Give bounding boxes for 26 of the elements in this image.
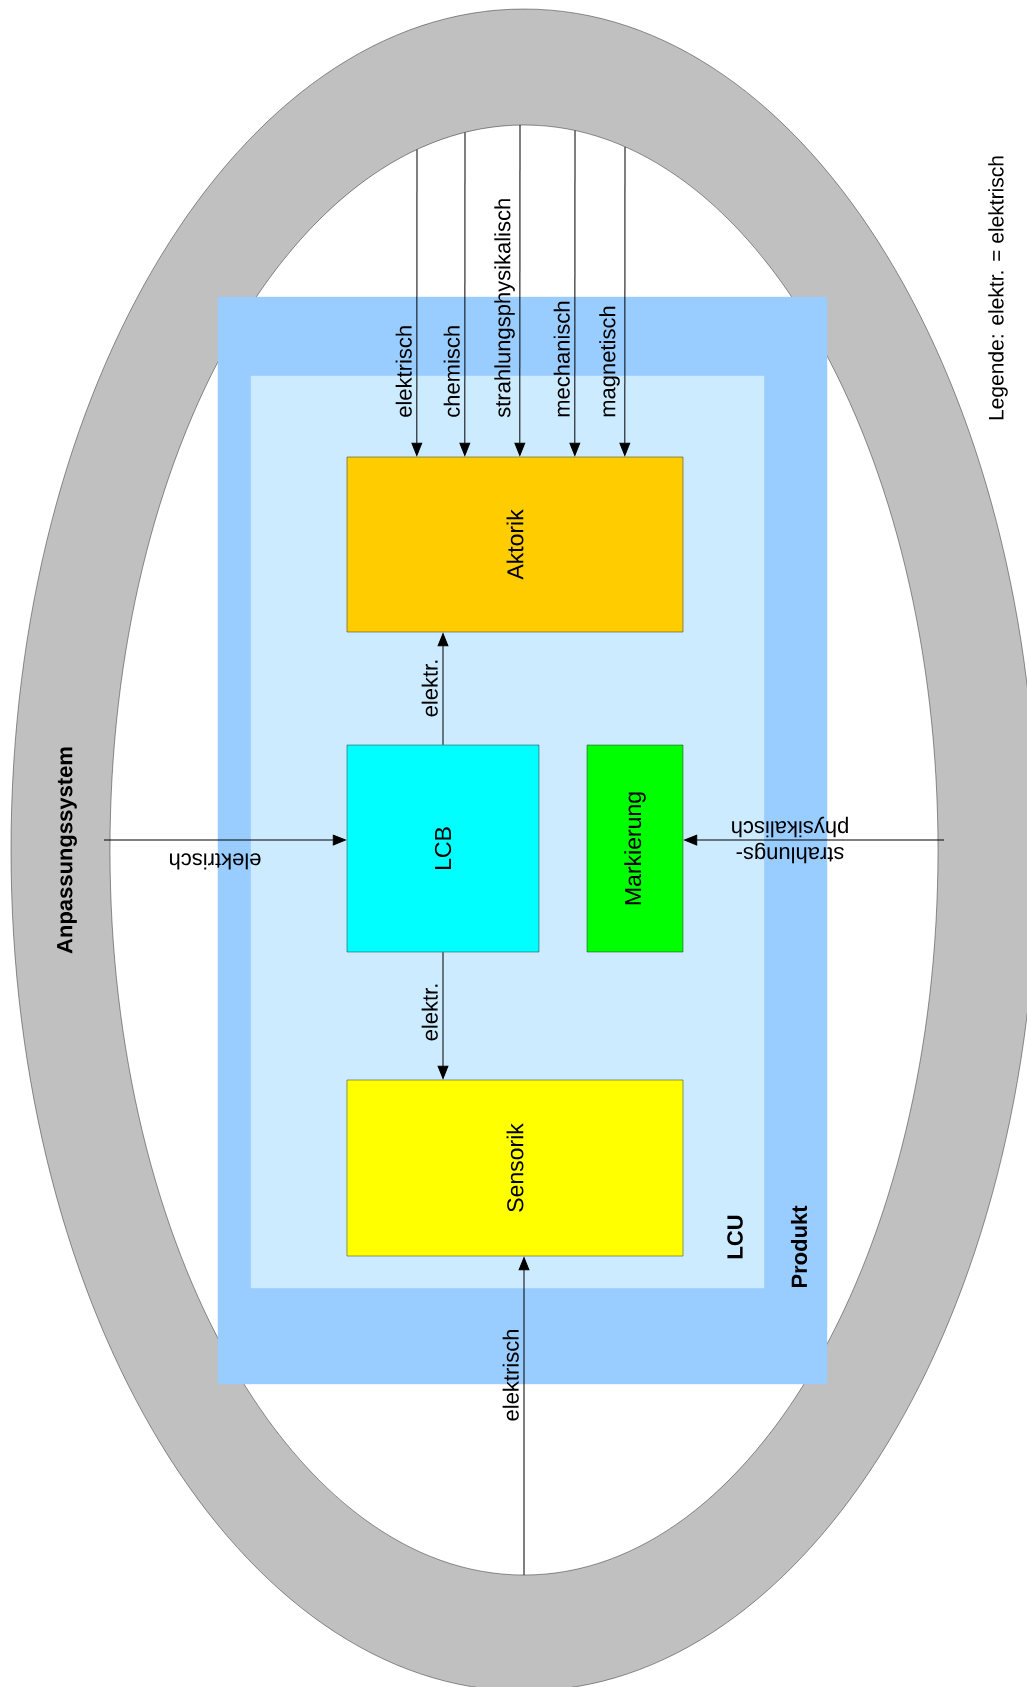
sensor-box: Sensorik [346, 1079, 684, 1257]
band-title: Anpassungssystem [57, 747, 77, 954]
edge-label: elektrisch [502, 1330, 519, 1421]
edge-label: strahlungs- physikalisch [732, 816, 848, 864]
edge-label: elektr. [421, 984, 438, 1041]
marker-box: Markierung [586, 744, 684, 953]
edge-label: mechanisch [553, 301, 570, 417]
edge-label: elektrisch [395, 326, 412, 417]
arrow [684, 834, 945, 846]
arrow [103, 834, 346, 846]
arrow [437, 633, 449, 746]
actuator-box: Aktorik [346, 456, 684, 633]
board-box: LCB [346, 744, 540, 953]
edge-label: elektr. [421, 660, 438, 717]
arrow [459, 131, 471, 456]
legend-note: Legende: elektr. = elektrisch [988, 156, 1008, 420]
edge-label: magnetisch [599, 306, 620, 417]
arrow [518, 1257, 530, 1576]
edge-label: chemisch [443, 326, 460, 417]
arrow [514, 124, 526, 456]
edge-label: elektrisch [170, 853, 261, 870]
edge-label: strahlungsphysikalisch [494, 199, 515, 418]
arrow [569, 130, 581, 456]
arrow [437, 951, 449, 1079]
arrow [619, 146, 631, 456]
arrow [411, 149, 423, 456]
